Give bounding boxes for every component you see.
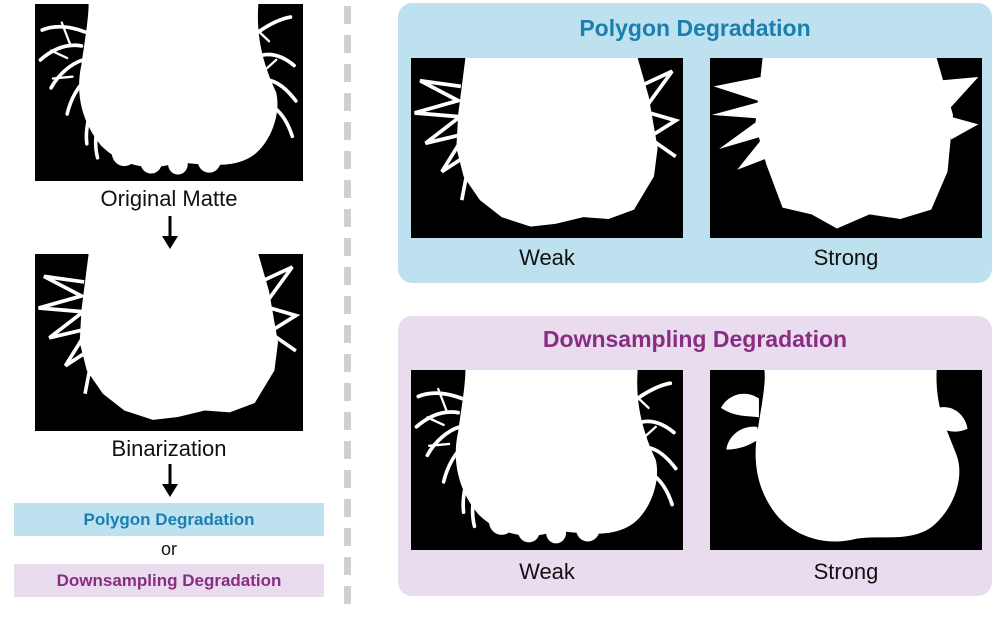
binarization-label: Binarization bbox=[111, 436, 227, 461]
polygon-panel-title: Polygon Degradation bbox=[579, 15, 811, 41]
polygon-degradation-panel: Polygon Degradation Weak Strong bbox=[398, 3, 992, 283]
downsampling-degradation-strip: Downsampling Degradation bbox=[14, 564, 324, 597]
original-matte-label: Original Matte bbox=[100, 186, 238, 211]
polygon-strong-label: Strong bbox=[813, 245, 879, 270]
polygon-weak-image bbox=[411, 58, 683, 238]
original-matte-image bbox=[35, 4, 303, 181]
polygon-weak-label: Weak bbox=[519, 245, 575, 270]
down-arrow-icon bbox=[160, 216, 180, 250]
down-arrow-icon bbox=[160, 464, 180, 498]
downsampling-degradation-panel: Downsampling Degradation Weak Strong bbox=[398, 316, 992, 596]
polygon-strong-image bbox=[710, 58, 982, 238]
or-label: or bbox=[160, 539, 177, 559]
downsampling-strong-image bbox=[710, 370, 982, 550]
polygon-degradation-strip: Polygon Degradation bbox=[14, 503, 324, 536]
downsampling-weak-label: Weak bbox=[519, 559, 575, 584]
binarized-matte-image bbox=[35, 254, 303, 431]
dashed-divider bbox=[344, 6, 351, 606]
downsampling-strong-label: Strong bbox=[813, 559, 879, 584]
downsampling-panel-title: Downsampling Degradation bbox=[542, 326, 848, 352]
downsampling-weak-image bbox=[411, 370, 683, 550]
